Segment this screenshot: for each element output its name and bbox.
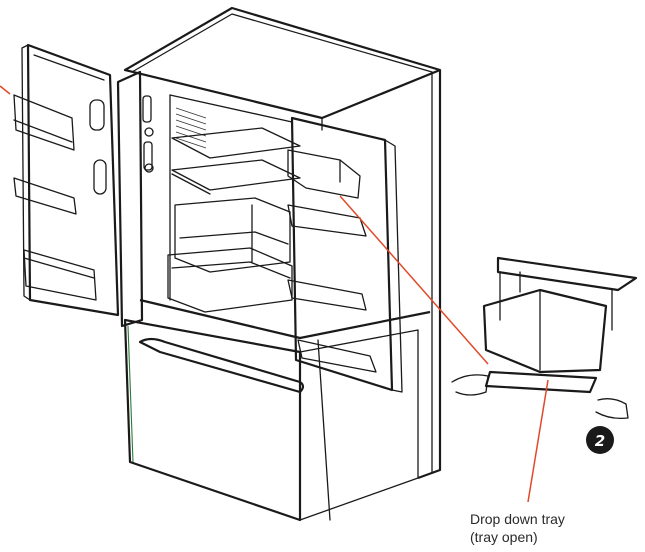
callout-label-line2: (tray open) [470,529,538,545]
tray-box-detail [482,288,608,374]
freezer-drawer [123,318,419,522]
left-door [0,43,120,317]
step-badge-number: 2 [595,432,605,450]
refrigerator-cabinet [123,6,442,522]
right-hand [595,398,629,420]
right-door [287,116,403,393]
leader-line-callout [527,379,549,503]
door-tray-box [287,149,361,199]
crisper-drawers [174,197,291,273]
center-mullion [116,70,144,328]
left-door-bin-3 [23,249,97,301]
right-door-bin-3 [297,339,377,373]
left-hand [451,374,489,396]
right-door-bin-1 [287,204,367,237]
left-door-bin-2 [13,177,77,215]
door-control-bottom [93,159,107,195]
door-control-top [89,99,105,131]
right-door-bin-2 [287,279,367,311]
middle-shelf [171,159,301,191]
step-badge-circle [586,426,614,454]
mullion-knob-1 [144,127,154,137]
upper-shelf [171,127,301,159]
left-door-bin-1 [13,94,75,151]
step-badge: 2 [586,426,614,454]
back-wall-vents [175,107,207,149]
mullion-knob-2 [144,163,154,173]
pantry-drawer [167,247,293,313]
callout-label-line1: Drop down tray [470,511,565,527]
detail-inset [451,256,638,420]
leader-line-main [339,195,489,365]
drop-down-tray-open [484,370,598,394]
